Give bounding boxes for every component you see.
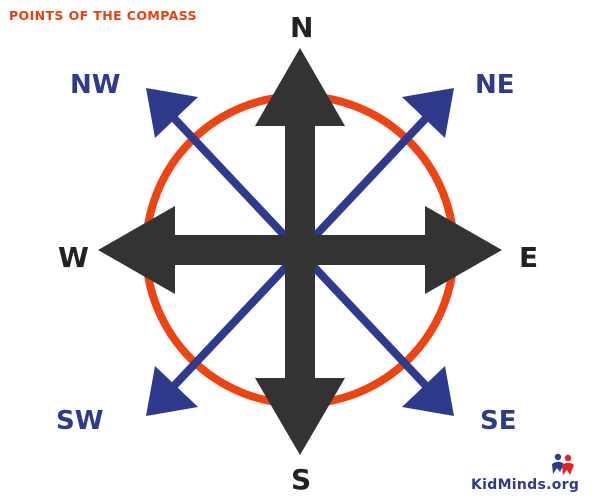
arrowhead-ne [402,88,454,138]
arrowhead-n [255,48,345,126]
kidminds-logo-icon [552,453,574,475]
arrowhead-e [425,206,502,294]
arrow-shaft-horizontal [170,235,430,265]
label-north: N [290,11,314,44]
label-northeast: NE [475,70,515,100]
arrowhead-w [98,206,175,294]
page-title: POINTS OF THE COMPASS [9,8,197,23]
label-northwest: NW [70,70,121,100]
arrowhead-s [255,378,345,455]
arrowhead-nw [146,88,198,138]
label-southwest: SW [56,406,104,436]
arrowhead-se [402,366,454,416]
arrowhead-sw [146,366,198,416]
cardinal-arrows [98,48,502,455]
brand-link[interactable]: KidMinds.org [471,477,580,493]
label-west: W [58,241,89,274]
label-east: E [519,241,539,274]
label-southeast: SE [480,406,517,436]
label-south: S [291,463,312,496]
